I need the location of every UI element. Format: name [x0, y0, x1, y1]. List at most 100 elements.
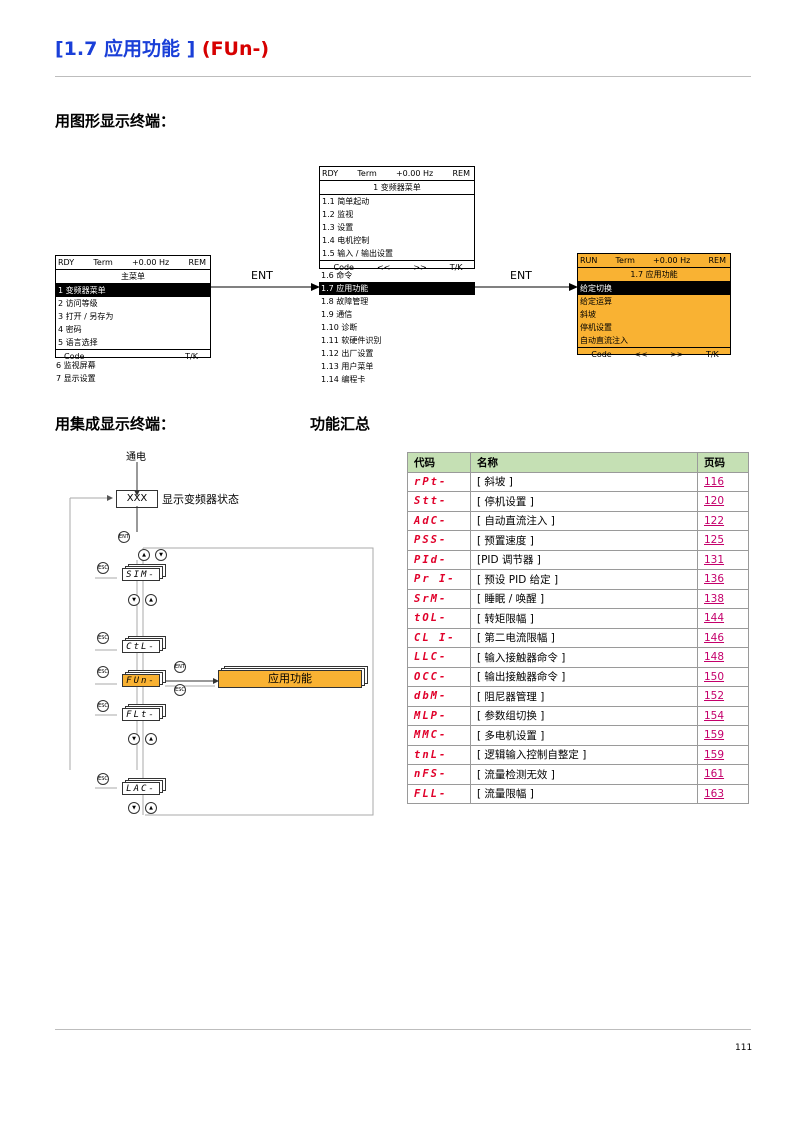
- down-arrow-icon[interactable]: ▼: [128, 594, 140, 606]
- menu-item-io-config[interactable]: 1.5 输入 / 输出设置: [322, 249, 394, 258]
- panel-main-menu: RDY Term +0.00 Hz REM 主菜单 1 变频器菜单 2 访问等级…: [55, 255, 211, 361]
- page-link[interactable]: 152: [697, 686, 749, 707]
- menu-item-settings[interactable]: 1.3 设置: [322, 223, 354, 232]
- code-flt[interactable]: FLt-: [122, 708, 160, 721]
- ent-key-icon[interactable]: ENT: [118, 531, 130, 543]
- up-arrow-icon[interactable]: ▲: [145, 802, 157, 814]
- page-link[interactable]: 163: [697, 783, 749, 804]
- up-arrow-icon[interactable]: ▲: [138, 549, 150, 561]
- code-ctl[interactable]: CtL-: [122, 640, 160, 653]
- menu-extra-item-selected[interactable]: 1.7 应用功能: [319, 282, 475, 295]
- function-code: MLP-: [407, 705, 471, 726]
- esc-key-label: ESC: [98, 669, 108, 675]
- page-link[interactable]: 125: [697, 530, 749, 551]
- menu-item-access-level[interactable]: 2 访问等级: [58, 299, 98, 308]
- function-name: [ 自动直流注入 ]: [470, 510, 698, 531]
- function-code: Pr I-: [407, 569, 471, 590]
- footer-tk[interactable]: T/K: [185, 352, 198, 361]
- esc-key-icon[interactable]: ESC: [97, 666, 109, 678]
- page-link[interactable]: 161: [697, 764, 749, 785]
- menu-item-stop-config[interactable]: 停机设置: [580, 323, 612, 332]
- menu-item-password[interactable]: 4 密码: [58, 325, 82, 334]
- app-function-box[interactable]: 应用功能: [218, 670, 362, 688]
- menu-item-ref-operations[interactable]: 给定运算: [580, 297, 612, 306]
- footer-prev[interactable]: <<: [376, 263, 391, 272]
- page-link[interactable]: 136: [697, 569, 749, 590]
- ent-key-icon[interactable]: ENT: [174, 661, 186, 673]
- status-freq: +0.00 Hz: [653, 256, 691, 265]
- up-arrow-icon[interactable]: ▲: [145, 594, 157, 606]
- table-row: CL I-[ 第二电流限幅 ]146: [407, 627, 749, 648]
- panel-application-functions: RUN Term +0.00 Hz REM 1.7 应用功能 给定切换 给定运算…: [577, 253, 731, 359]
- menu-item-drive-menu[interactable]: 1 变频器菜单: [56, 284, 210, 297]
- page-link[interactable]: 154: [697, 705, 749, 726]
- function-code: FLL-: [407, 783, 471, 804]
- down-arrow-icon[interactable]: ▼: [128, 802, 140, 814]
- table-row: LLC-[ 输入接触器命令 ]148: [407, 647, 749, 668]
- menu-item-auto-dc-injection[interactable]: 自动直流注入: [580, 336, 628, 345]
- esc-key-icon[interactable]: ESC: [97, 562, 109, 574]
- down-arrow-icon[interactable]: ▼: [128, 733, 140, 745]
- up-arrow-icon[interactable]: ▲: [145, 733, 157, 745]
- menu-item-language[interactable]: 5 语言选择: [58, 338, 98, 347]
- arrow-label-ent-2: ENT: [510, 269, 532, 282]
- menu-extra-item: 1.14 编程卡: [321, 375, 366, 384]
- menu-item-ramp[interactable]: 斜坡: [580, 310, 596, 319]
- function-code: tOL-: [407, 608, 471, 629]
- status-run: RUN: [580, 256, 598, 265]
- section-summary-heading: 功能汇总: [310, 415, 371, 433]
- menu-extra-item: 1.13 用户菜单: [321, 362, 374, 371]
- menu-item-simply-start[interactable]: 1.1 简单起动: [322, 197, 370, 206]
- footer-next[interactable]: >>: [670, 350, 684, 359]
- function-code: Stt-: [407, 491, 471, 512]
- page-link[interactable]: 159: [697, 744, 749, 765]
- status-term: Term: [93, 258, 113, 267]
- esc-key-icon[interactable]: ESC: [97, 632, 109, 644]
- status-rem: REM: [188, 258, 206, 267]
- page-link[interactable]: 138: [697, 588, 749, 609]
- page-link[interactable]: 146: [697, 627, 749, 648]
- panel-status-bar: RDY Term +0.00 Hz REM: [56, 256, 210, 270]
- esc-key-icon[interactable]: ESC: [174, 684, 186, 696]
- page-link[interactable]: 120: [697, 491, 749, 512]
- page-link[interactable]: 150: [697, 666, 749, 687]
- page-link[interactable]: 116: [697, 471, 749, 492]
- function-name: [ 阻尼器管理 ]: [470, 686, 698, 707]
- page-link[interactable]: 159: [697, 725, 749, 746]
- footer-code[interactable]: Code: [591, 350, 612, 359]
- page-link[interactable]: 144: [697, 608, 749, 629]
- page-link[interactable]: 122: [697, 510, 749, 531]
- footer-tk[interactable]: T/K: [705, 350, 719, 359]
- menu-extra-display: 7 显示设置: [56, 374, 96, 383]
- code-lac[interactable]: LAC-: [122, 782, 160, 795]
- menu-item-ref-switching[interactable]: 给定切换: [578, 282, 730, 295]
- esc-key-icon[interactable]: ESC: [97, 700, 109, 712]
- menu-stack-fun: FUn-: [122, 670, 166, 690]
- drive-menu-extra-list: 1.6 命令 1.7 应用功能 1.8 故障管理 1.9 通信 1.10 诊断 …: [319, 269, 475, 386]
- function-name: [ 逻辑输入控制自整定 ]: [470, 744, 698, 765]
- function-name: [ 输出接触器命令 ]: [470, 666, 698, 687]
- menu-item-open-save[interactable]: 3 打开 / 另存为: [58, 312, 114, 321]
- function-code: PId-: [407, 549, 471, 570]
- footer-code[interactable]: Code: [64, 352, 85, 361]
- function-name: [ 流量限幅 ]: [470, 783, 698, 804]
- code-fun[interactable]: FUn-: [122, 674, 160, 687]
- page-link[interactable]: 131: [697, 549, 749, 570]
- footer-next[interactable]: >>: [413, 263, 427, 272]
- table-row: SrM-[ 睡眠 / 唤醒 ]138: [407, 588, 749, 609]
- table-row: Stt-[ 停机设置 ]120: [407, 491, 749, 512]
- status-rdy: RDY: [322, 169, 339, 178]
- footer-tk[interactable]: T/K: [449, 263, 463, 272]
- page-link[interactable]: 148: [697, 647, 749, 668]
- footer-code[interactable]: Code: [333, 263, 354, 272]
- menu-item-monitoring[interactable]: 1.2 监视: [322, 210, 354, 219]
- menu-extra-item: 1.6 命令: [321, 271, 353, 280]
- menu-item-motor-control[interactable]: 1.4 电机控制: [322, 236, 370, 245]
- col-code-header: 代码: [407, 452, 471, 473]
- footer-prev[interactable]: <<: [634, 350, 648, 359]
- code-sim[interactable]: SIM-: [122, 568, 160, 581]
- status-term: Term: [615, 256, 635, 265]
- down-arrow-icon[interactable]: ▼: [155, 549, 167, 561]
- esc-key-icon[interactable]: ESC: [97, 773, 109, 785]
